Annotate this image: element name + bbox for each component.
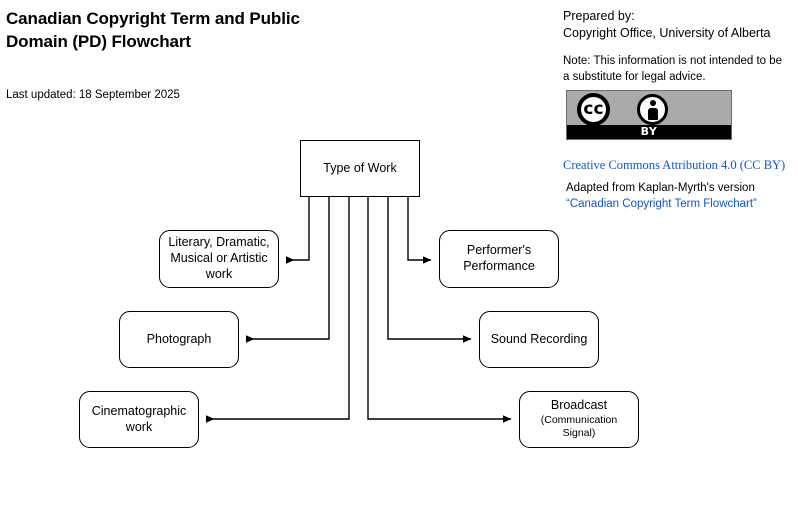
page-title: Canadian Copyright Term and Public Domai… bbox=[6, 9, 300, 51]
prepared-by-label: Prepared by: bbox=[563, 9, 635, 23]
cc-badge-top: cc bbox=[567, 91, 731, 127]
node-cinematographic-work[interactable]: Cinematographic work bbox=[79, 391, 199, 448]
node-broadcast-sublabel: (Communication Signal) bbox=[540, 413, 618, 440]
cc-circle-icon bbox=[577, 93, 610, 126]
adapted-from-block: Adapted from Kaplan-Myrth's version “Can… bbox=[566, 181, 757, 212]
creative-commons-license-link[interactable]: Creative Commons Attribution 4.0 (CC BY) bbox=[563, 158, 786, 172]
person-body-icon bbox=[647, 108, 658, 120]
edge-type-of-work-to-performer bbox=[407, 197, 432, 264]
person-icon bbox=[637, 94, 668, 125]
node-literary-dramatic-musical-artistic[interactable]: Literary, Dramatic, Musical or Artistic … bbox=[159, 230, 279, 288]
node-literary-label: Literary, Dramatic, Musical or Artistic … bbox=[168, 235, 270, 281]
node-type-of-work-label: Type of Work bbox=[323, 160, 397, 175]
meta-block: Prepared by: Copyright Office, Universit… bbox=[563, 8, 795, 85]
prepared-by-value: Copyright Office, University of Alberta bbox=[563, 25, 771, 40]
by-label: BY bbox=[567, 125, 731, 139]
original-flowchart-link[interactable]: “Canadian Copyright Term Flowchart” bbox=[566, 197, 757, 210]
node-photograph-label: Photograph bbox=[146, 331, 212, 346]
edge-type-of-work-to-literary bbox=[286, 197, 310, 264]
node-type-of-work[interactable]: Type of Work bbox=[300, 140, 420, 197]
legal-note: Note: This information is not intended t… bbox=[563, 55, 783, 83]
node-performers-performance[interactable]: Performer's Performance bbox=[439, 230, 559, 288]
node-performer-label: Performer's Performance bbox=[463, 243, 535, 273]
last-updated-text: Last updated: 18 September 2025 bbox=[6, 89, 180, 101]
node-broadcast-wrapper: Broadcast (Communication Signal) bbox=[526, 398, 632, 441]
creative-commons-by-badge-icon: cc BY bbox=[566, 90, 732, 140]
node-sound-recording[interactable]: Sound Recording bbox=[479, 311, 599, 368]
node-photograph[interactable]: Photograph bbox=[119, 311, 239, 368]
adapted-from-text: Adapted from Kaplan-Myrth's version bbox=[566, 182, 755, 194]
node-cinematographic-label: Cinematographic work bbox=[91, 403, 187, 434]
node-sound-recording-label: Sound Recording bbox=[490, 331, 588, 346]
cc-letters: cc bbox=[583, 99, 604, 119]
node-broadcast[interactable]: Broadcast (Communication Signal) bbox=[519, 391, 639, 448]
person-head-icon bbox=[649, 100, 656, 106]
node-broadcast-label: Broadcast bbox=[550, 397, 608, 412]
